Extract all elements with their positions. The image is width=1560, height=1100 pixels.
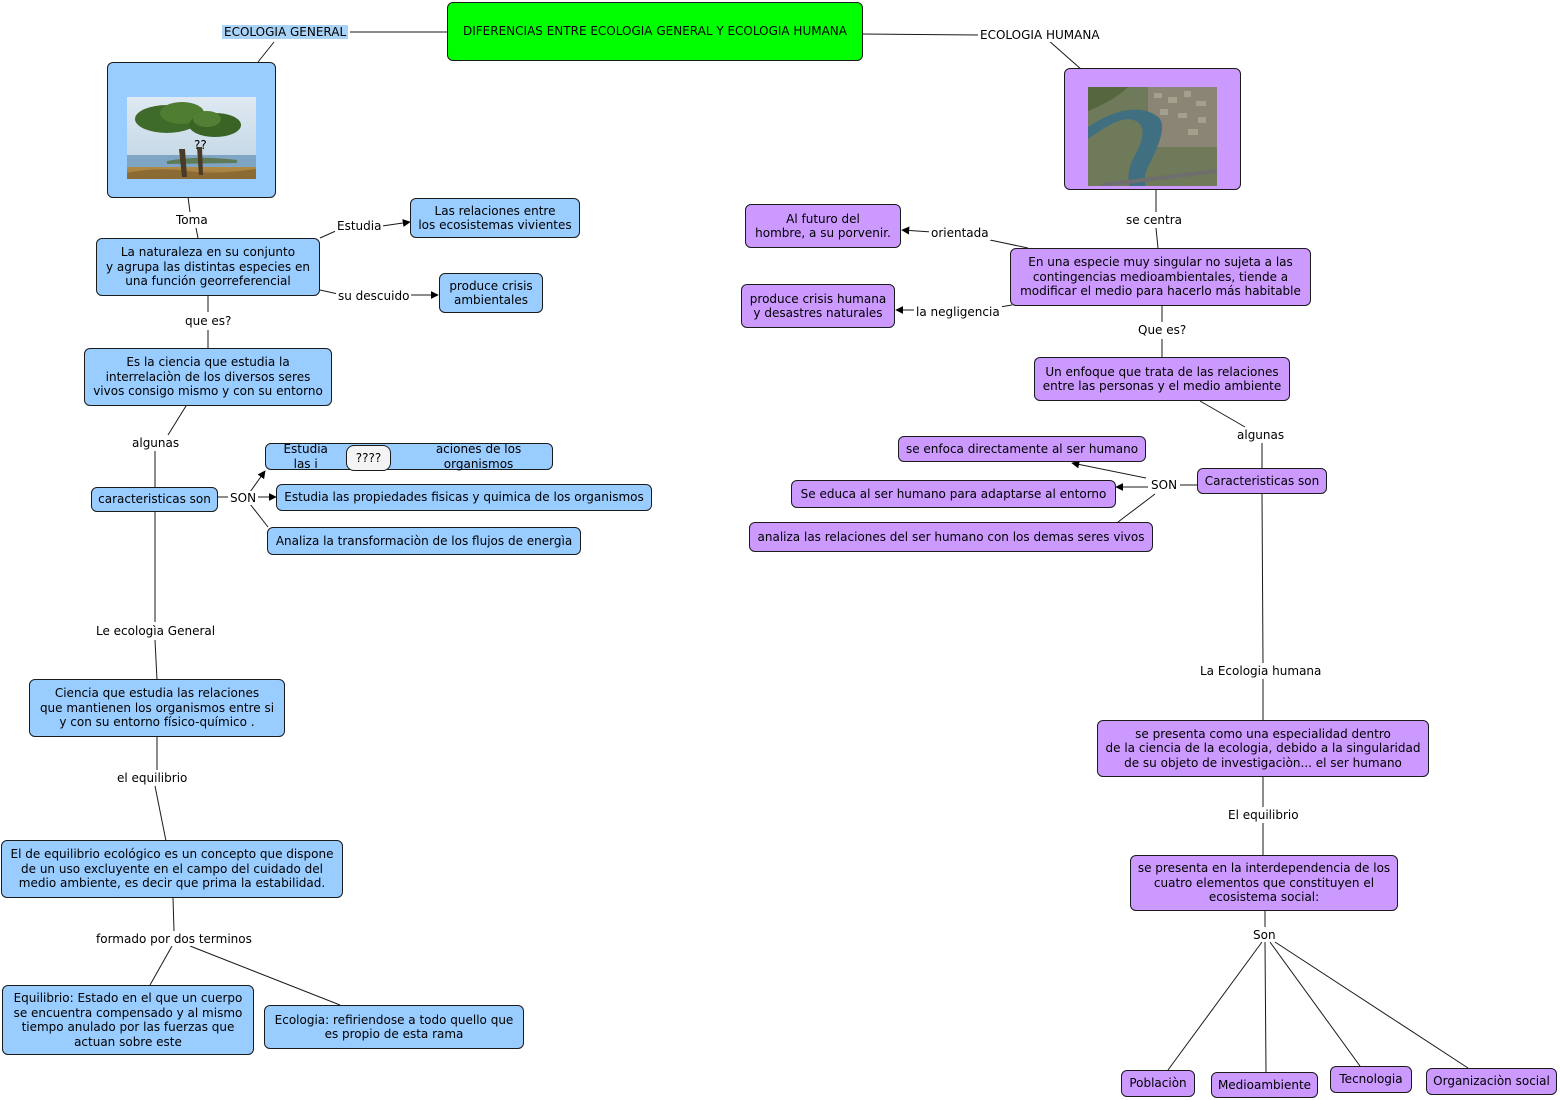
- link-orientada[interactable]: orientada: [929, 226, 991, 240]
- caracteristicas-general-node[interactable]: caracteristicas son: [91, 487, 218, 512]
- link-el-equilibrio-humana[interactable]: El equilibrio: [1226, 808, 1301, 822]
- termino-equilibrio-node[interactable]: Equilibrio: Estado en el que un cuerpo s…: [2, 985, 254, 1055]
- educa-ser-humano-text: Se educa al ser humano para adaptarse al…: [800, 486, 1107, 501]
- elemento-organizacion-social-text: Organizaciòn social: [1433, 1074, 1550, 1089]
- analiza-relaciones-node[interactable]: analiza las relaciones del ser humano co…: [749, 522, 1153, 552]
- link-son-general[interactable]: SON: [228, 491, 259, 505]
- interdependencia-node[interactable]: se presenta en la interdependencia de lo…: [1130, 855, 1398, 911]
- equilibrio-ecologico-node[interactable]: El de equilibrio ecológico es un concept…: [1, 840, 343, 898]
- question-popup[interactable]: ????: [346, 445, 391, 471]
- link-la-negligencia[interactable]: la negligencia: [914, 305, 1002, 319]
- futuro-hombre-node[interactable]: Al futuro del hombre, a su porvenir.: [745, 204, 901, 248]
- link-la-ecologia-humana[interactable]: La Ecologia humana: [1198, 664, 1324, 678]
- link-algunas[interactable]: algunas: [130, 436, 182, 450]
- link-su-descuido[interactable]: su descuido: [336, 289, 412, 303]
- elemento-poblacion-node[interactable]: Poblaciòn: [1121, 1070, 1195, 1097]
- flujos-energia-node[interactable]: Analiza la transformaciòn de los flujos …: [267, 527, 581, 555]
- river-city-image: [1088, 72, 1217, 186]
- enfoca-ser-humano-node[interactable]: se enfoca directamente al ser humano: [898, 436, 1146, 462]
- especie-singular-node[interactable]: En una especie muy singular no sujeta a …: [1010, 248, 1311, 306]
- humana-image-node[interactable]: [1064, 68, 1241, 190]
- link-que-es[interactable]: que es?: [183, 314, 234, 328]
- naturaleza-conjunto-node[interactable]: La naturaleza en su conjunto y agrupa la…: [96, 238, 320, 296]
- interrelaciones-visible-end: aciones de los organismos: [435, 442, 522, 471]
- crisis-ambientales-text: produce crisis ambientales: [449, 278, 533, 308]
- caracteristicas-general-text: caracteristicas son: [98, 492, 211, 507]
- especie-singular-text: En una especie muy singular no sujeta a …: [1020, 255, 1301, 299]
- general-image-node[interactable]: ??: [107, 62, 276, 198]
- definicion-general-node[interactable]: Ciencia que estudia las relaciones que m…: [29, 679, 285, 737]
- educa-ser-humano-node[interactable]: Se educa al ser humano para adaptarse al…: [791, 480, 1116, 508]
- link-le-ecologia-general[interactable]: Le ecologìa General: [94, 624, 218, 638]
- link-son-humana[interactable]: SON: [1149, 478, 1180, 492]
- elemento-poblacion-text: Poblaciòn: [1129, 1076, 1187, 1091]
- elemento-tecnologia-text: Tecnologia: [1339, 1072, 1403, 1087]
- image-overlay-text: ??: [194, 138, 207, 152]
- link-el-equilibrio[interactable]: el equilibrio: [115, 771, 190, 785]
- caracteristicas-humana-node[interactable]: Caracteristicas son: [1197, 468, 1327, 494]
- link-algunas-humana[interactable]: algunas: [1235, 428, 1287, 442]
- futuro-hombre-text: Al futuro del hombre, a su porvenir.: [755, 211, 891, 241]
- enfoque-relaciones-node[interactable]: Un enfoque que trata de las relaciones e…: [1034, 357, 1290, 401]
- ciencia-interrelacion-node[interactable]: Es la ciencia que estudia la interrelaci…: [84, 348, 332, 406]
- especialidad-node[interactable]: se presenta como una especialidad dentro…: [1097, 720, 1429, 777]
- termino-equilibrio-text: Equilibrio: Estado en el que un cuerpo s…: [13, 991, 243, 1049]
- relaciones-ecosistemas-text: Las relaciones entre los ecosistemas viv…: [418, 203, 572, 233]
- ciencia-interrelacion-text: Es la ciencia que estudia la interrelaci…: [93, 355, 323, 399]
- link-son-elementos[interactable]: Son: [1251, 928, 1278, 942]
- elemento-medioambiente-text: Medioambiente: [1217, 1077, 1312, 1092]
- crisis-humana-node[interactable]: produce crisis humana y desastres natura…: [741, 284, 895, 328]
- humana-heading[interactable]: ECOLOGIA HUMANA: [978, 28, 1102, 42]
- enfoca-ser-humano-text: se enfoca directamente al ser humano: [905, 441, 1139, 456]
- flujos-energia-text: Analiza la transformaciòn de los flujos …: [275, 533, 573, 548]
- termino-ecologia-text: Ecologia: refiriendose a todo quello que…: [274, 1012, 514, 1042]
- link-toma[interactable]: Toma: [174, 213, 210, 227]
- crisis-humana-text: produce crisis humana y desastres natura…: [749, 291, 887, 321]
- relaciones-ecosistemas-node[interactable]: Las relaciones entre los ecosistemas viv…: [410, 198, 580, 238]
- definicion-general-text: Ciencia que estudia las relaciones que m…: [39, 686, 275, 730]
- tree-landscape-image: ??: [127, 82, 256, 179]
- question-popup-text: ????: [355, 450, 382, 465]
- link-que-es-humana[interactable]: Que es?: [1136, 323, 1189, 337]
- link-estudia[interactable]: Estudia: [335, 219, 384, 233]
- interrelaciones-organismos-node[interactable]: Estudia las i aciones de los organismos: [265, 442, 553, 471]
- enfoque-relaciones-text: Un enfoque que trata de las relaciones e…: [1042, 364, 1282, 394]
- naturaleza-conjunto-text: La naturaleza en su conjunto y agrupa la…: [106, 245, 310, 289]
- propiedades-organismos-node[interactable]: Estudia las propiedades fisicas y quimic…: [276, 484, 652, 511]
- analiza-relaciones-text: analiza las relaciones del ser humano co…: [757, 529, 1145, 544]
- map-title-node[interactable]: DIFERENCIAS ENTRE ECOLOGIA GENERAL Y ECO…: [447, 2, 863, 61]
- link-se-centra[interactable]: se centra: [1124, 213, 1185, 227]
- interdependencia-text: se presenta en la interdependencia de lo…: [1137, 861, 1391, 905]
- equilibrio-ecologico-text: El de equilibrio ecológico es un concept…: [10, 847, 334, 891]
- general-heading[interactable]: ECOLOGIA GENERAL: [222, 25, 349, 39]
- especialidad-text: se presenta como una especialidad dentro…: [1105, 726, 1421, 770]
- map-title: DIFERENCIAS ENTRE ECOLOGIA GENERAL Y ECO…: [463, 24, 847, 39]
- link-formado-por-dos-terminos[interactable]: formado por dos terminos: [94, 932, 254, 946]
- elemento-medioambiente-node[interactable]: Medioambiente: [1211, 1072, 1318, 1098]
- elemento-tecnologia-node[interactable]: Tecnologia: [1330, 1066, 1412, 1093]
- elemento-organizacion-social-node[interactable]: Organizaciòn social: [1426, 1068, 1557, 1095]
- termino-ecologia-node[interactable]: Ecologia: refiriendose a todo quello que…: [264, 1005, 524, 1049]
- propiedades-organismos-text: Estudia las propiedades fisicas y quimic…: [284, 490, 644, 505]
- crisis-ambientales-node[interactable]: produce crisis ambientales: [439, 273, 543, 313]
- interrelaciones-visible-start: Estudia las i: [283, 442, 328, 471]
- caracteristicas-humana-text: Caracteristicas son: [1204, 473, 1320, 488]
